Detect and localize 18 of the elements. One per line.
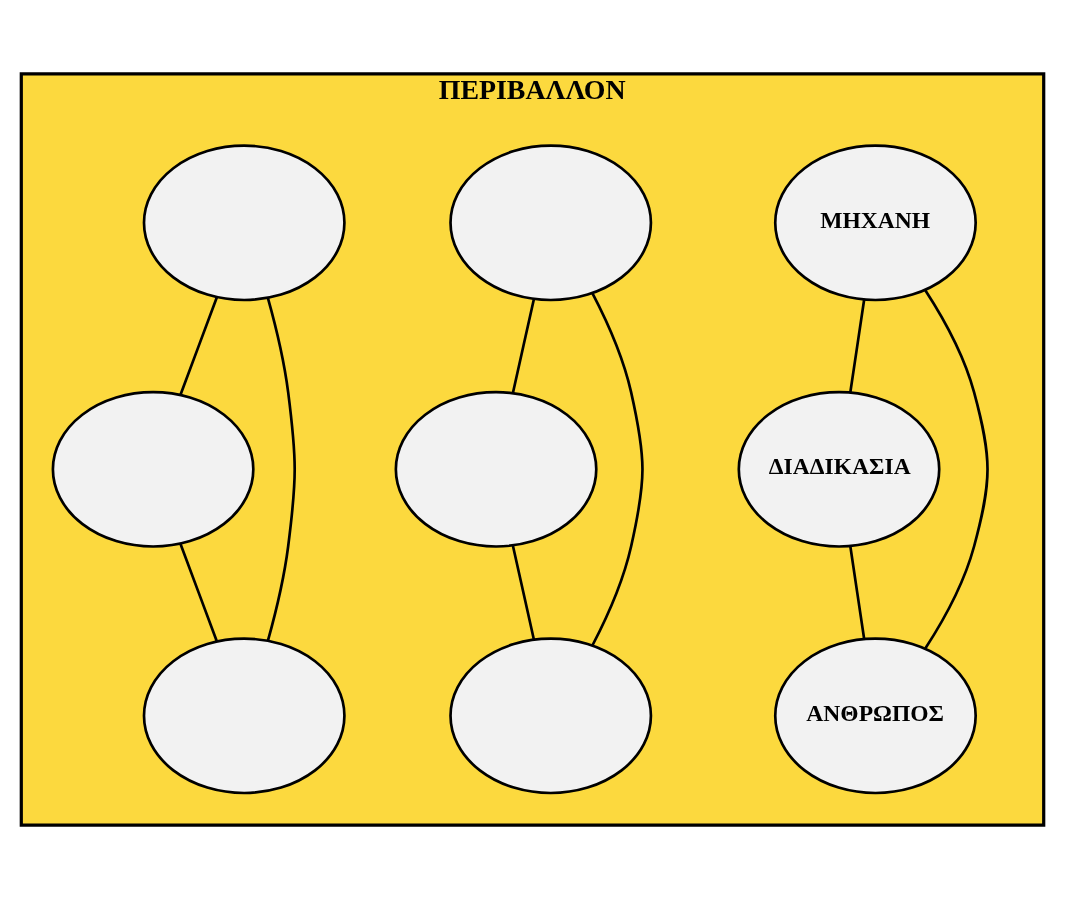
connector: [924, 289, 989, 650]
node-ellipse: [394, 390, 598, 548]
node-ellipse: [449, 637, 653, 795]
connector: [511, 545, 536, 640]
connector: [179, 543, 219, 642]
node-ellipse: [142, 144, 346, 302]
node-ellipse: [142, 637, 346, 795]
node-ellipse: [51, 390, 255, 548]
connector: [266, 297, 296, 641]
node-ellipse: ΑΝΘΡΩΠΟΣ: [773, 637, 977, 795]
node-ellipse: ΜΗΧΑΝΗ: [773, 144, 977, 302]
node-ellipse: ΔΙΑΔΙΚΑΣΙΑ: [737, 390, 941, 548]
connector: [848, 545, 866, 640]
connector: [511, 298, 536, 394]
node-ellipse: [449, 144, 653, 302]
connector: [591, 292, 644, 646]
connector: [179, 296, 219, 396]
connector: [848, 299, 866, 393]
